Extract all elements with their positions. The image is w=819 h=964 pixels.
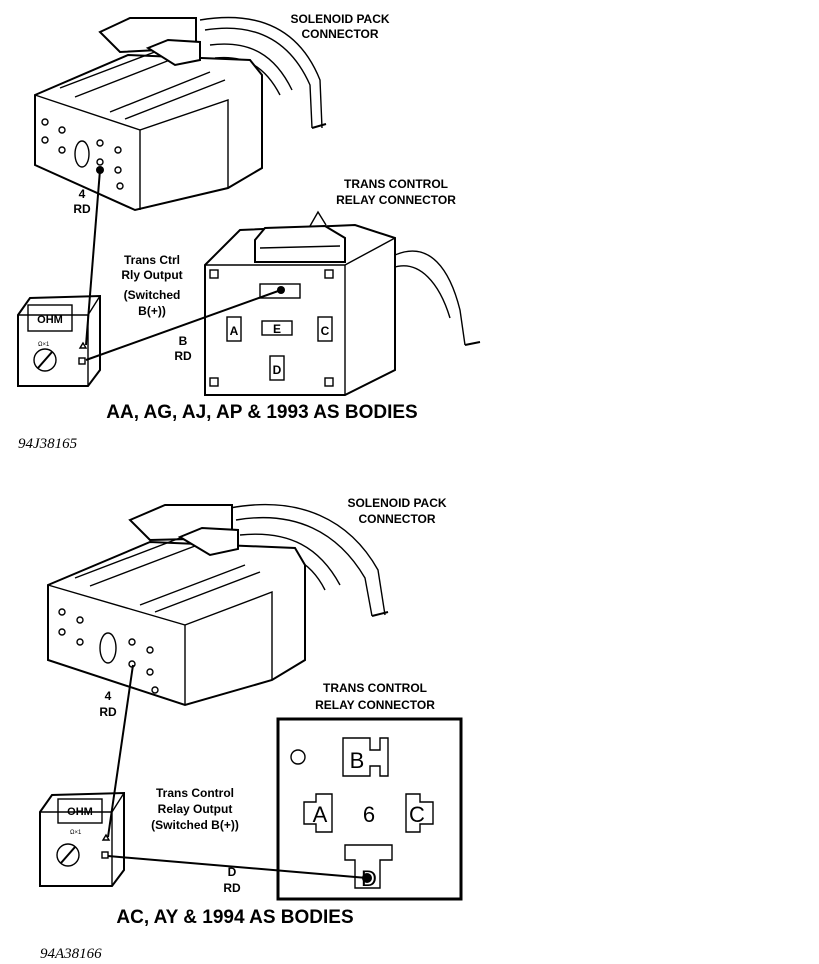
bottom-pin-c: C — [409, 802, 425, 827]
bottom-pin-d: D — [361, 866, 377, 891]
bottom-solenoid-connector — [47, 504, 389, 707]
top-wire4-color: RD — [73, 202, 91, 216]
top-bodies-title: AA, AG, AJ, AP & 1993 AS BODIES — [106, 402, 417, 423]
bottom-relay-connector — [276, 717, 463, 901]
top-pin-e: E — [273, 322, 281, 336]
bottom-output-line2: Relay Output — [158, 802, 233, 816]
bottom-wired-color: RD — [223, 881, 241, 895]
top-solenoid-label-line1: SOLENOID PACK — [290, 12, 389, 26]
bottom-ohmmeter: Ω×1 — [39, 791, 125, 887]
top-output-line3: (Switched — [124, 288, 181, 302]
bottom-figure-code: 94A38166 — [40, 946, 102, 962]
bottom-meter-display: OHM — [67, 806, 93, 818]
bottom-bodies-title: AC, AY & 1994 AS BODIES — [116, 907, 353, 928]
bottom-probe-wire-d — [107, 855, 368, 879]
top-pin-a: A — [230, 324, 239, 338]
top-pin-c: C — [321, 324, 330, 338]
top-probe-wire-b — [85, 289, 282, 361]
top-pin-d: D — [273, 363, 282, 377]
bottom-wire4-num: 4 — [105, 689, 112, 703]
top-wire4-num: 4 — [79, 187, 86, 201]
top-meter-display: OHM — [37, 314, 63, 326]
top-figure-code: 94J38165 — [18, 436, 78, 452]
svg-text:Ω×1: Ω×1 — [70, 830, 82, 836]
top-wireb-color: RD — [174, 349, 192, 363]
top-relay-connector — [204, 210, 481, 396]
bottom-pin-b: B — [350, 748, 365, 773]
bottom-wire4-color: RD — [99, 705, 117, 719]
bottom-pin-6: 6 — [363, 802, 375, 827]
top-solenoid-label-line2: CONNECTOR — [301, 27, 378, 41]
bottom-relay-label-line1: TRANS CONTROL — [323, 681, 427, 695]
bottom-output-line1: Trans Control — [156, 786, 234, 800]
bottom-output-line3: (Switched B(+)) — [151, 818, 239, 832]
bottom-wired-pin: D — [228, 865, 237, 879]
bottom-probe-wire-4 — [107, 664, 134, 838]
top-output-line2: Rly Output — [121, 268, 182, 282]
top-wireb-pin: B — [179, 334, 188, 348]
svg-text:Ω×1: Ω×1 — [38, 342, 50, 348]
top-solenoid-connector — [34, 16, 327, 212]
top-output-line4: B(+)) — [138, 304, 166, 318]
bottom-pin-a: A — [313, 802, 328, 827]
top-relay-label-line1: TRANS CONTROL — [344, 177, 448, 191]
top-relay-label-line2: RELAY CONNECTOR — [336, 193, 456, 207]
top-output-line1: Trans Ctrl — [124, 253, 180, 267]
top-ohmmeter: Ω×1 — [17, 294, 101, 387]
bottom-relay-label-line2: RELAY CONNECTOR — [315, 698, 435, 712]
bottom-solenoid-label-line2: CONNECTOR — [358, 512, 435, 526]
bottom-solenoid-label-line1: SOLENOID PACK — [347, 496, 446, 510]
top-probe-wire-4 — [85, 169, 101, 346]
